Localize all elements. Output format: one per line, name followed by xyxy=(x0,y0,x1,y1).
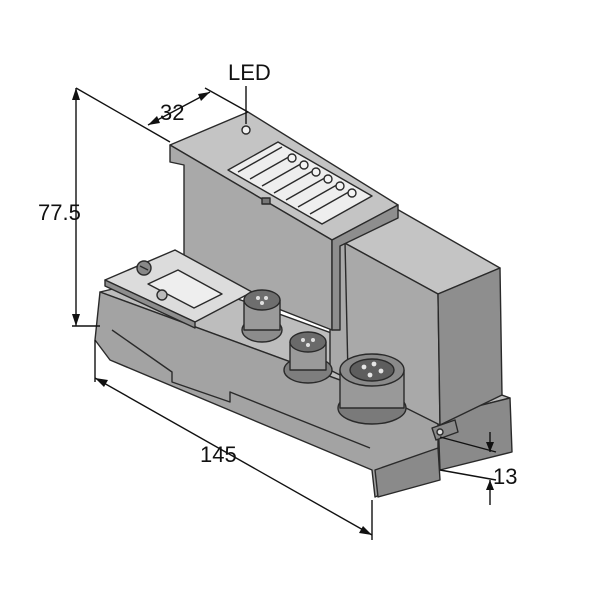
led-window xyxy=(227,141,373,225)
base-ext-top xyxy=(439,436,497,453)
led-dot xyxy=(335,181,345,191)
device xyxy=(94,111,513,498)
arrow-head xyxy=(198,92,210,101)
led-label: LED xyxy=(228,60,271,85)
arrow-head xyxy=(486,480,494,490)
housing-side-face xyxy=(331,204,399,331)
led-indicator xyxy=(241,125,251,135)
led-dot xyxy=(287,153,297,163)
led-dot xyxy=(299,160,309,170)
led-segment xyxy=(285,174,331,201)
right-module-step xyxy=(344,241,349,376)
connector-pin xyxy=(371,361,377,367)
led-segment xyxy=(309,188,355,215)
connector-pin xyxy=(264,296,268,300)
main-housing xyxy=(169,111,399,331)
connector-pin xyxy=(378,368,384,374)
arrow-head xyxy=(72,314,80,326)
led-segment xyxy=(273,167,319,194)
connector-pin xyxy=(367,372,373,378)
right-module-side xyxy=(437,267,503,426)
connector-face xyxy=(349,358,395,382)
arrow-head xyxy=(95,378,108,387)
led-segments xyxy=(237,146,355,215)
plate-screw-slot xyxy=(139,265,149,271)
connector-pin xyxy=(260,301,264,305)
depth-ext xyxy=(204,87,249,113)
connector-face xyxy=(243,289,281,311)
led-segment xyxy=(297,181,343,208)
plate-edge xyxy=(104,279,196,329)
clip-hole xyxy=(436,428,444,436)
arrow-head xyxy=(486,442,494,452)
connector-power xyxy=(337,353,407,425)
led-dot xyxy=(347,188,357,198)
connector-m12-2 xyxy=(283,331,333,384)
base-foot xyxy=(374,447,441,498)
mounting-clip xyxy=(431,419,459,441)
length-dim-line xyxy=(94,377,373,536)
dimension-lines xyxy=(72,86,497,540)
height-ext-top xyxy=(75,87,171,143)
plate-button xyxy=(156,289,168,301)
arrow-head xyxy=(148,116,160,125)
height-label: 77.5 xyxy=(38,200,81,225)
base-ext-bottom xyxy=(439,469,497,481)
base-height-label: 13 xyxy=(493,464,517,489)
dimension-labels: LED 32 77.5 145 13 xyxy=(38,60,517,489)
connector-pin xyxy=(361,364,367,370)
base-groove xyxy=(111,329,371,449)
housing-latch xyxy=(261,197,271,205)
connector-pin xyxy=(311,338,315,342)
connector-pin xyxy=(301,338,305,342)
address-plate xyxy=(104,249,253,329)
led-dot xyxy=(323,174,333,184)
connector-pin xyxy=(256,296,260,300)
led-segment xyxy=(237,146,283,173)
connector-m12-1 xyxy=(241,289,283,343)
led-dot xyxy=(311,167,321,177)
length-label: 145 xyxy=(200,442,237,467)
depth-label: 32 xyxy=(160,100,184,125)
connector-pin xyxy=(306,343,310,347)
arrow-head xyxy=(72,88,80,100)
led-dots xyxy=(287,153,357,198)
plate-window xyxy=(147,269,223,309)
connector-face xyxy=(289,331,327,353)
arrow-head xyxy=(359,526,372,535)
led-segment xyxy=(261,160,307,187)
led-segment xyxy=(249,153,295,180)
